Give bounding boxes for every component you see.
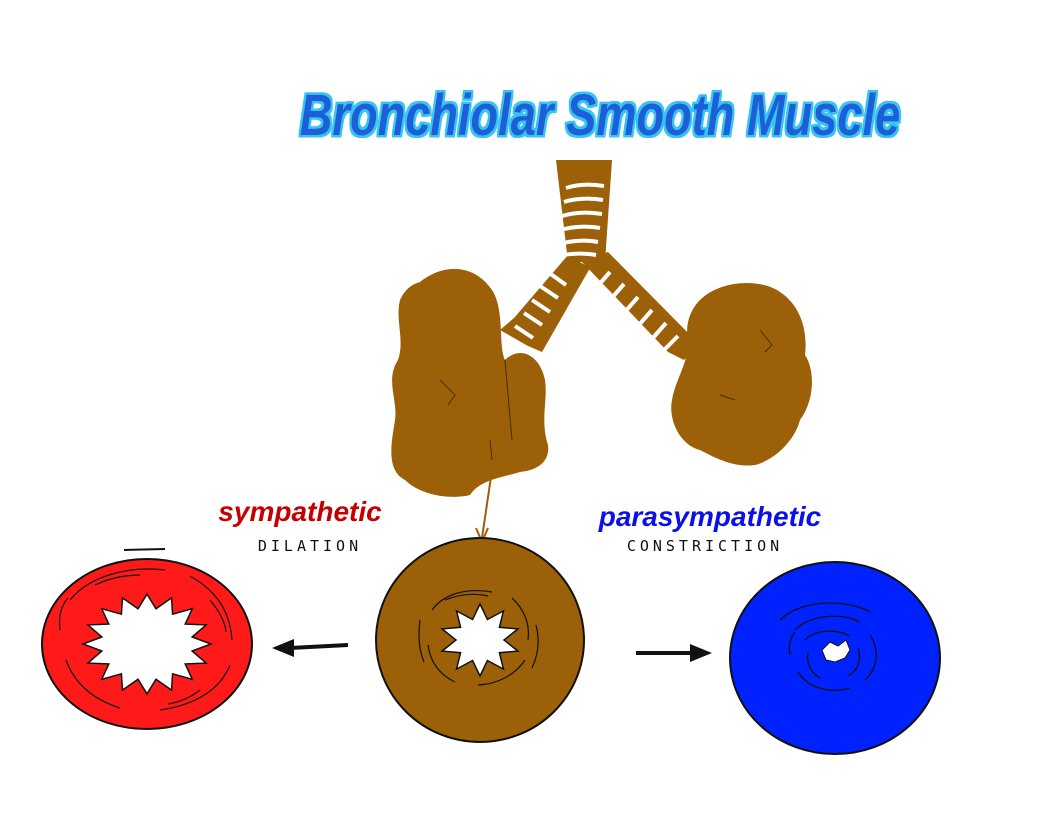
- trachea-rings: [513, 182, 680, 352]
- pointer-arrow: [481, 469, 493, 539]
- sympathetic-label: sympathetic: [218, 496, 382, 527]
- arrow-to-dilation: [272, 639, 349, 657]
- resting-lumen: [440, 602, 520, 678]
- lung-texture: [439, 329, 773, 461]
- constricted-lumen: [821, 639, 851, 663]
- constricted-bronchiole: [729, 561, 941, 755]
- resting-muscle-lines: [418, 589, 539, 686]
- constriction-label: CONSTRICTION: [627, 537, 783, 555]
- diagram-title: Bronchiolar Smooth Muscle: [300, 84, 901, 149]
- constricted-muscle-lines: [779, 602, 877, 691]
- resting-bronchiole: [375, 537, 585, 743]
- dilated-bronchiole: [41, 548, 253, 730]
- left-bronchus: [500, 255, 590, 352]
- arrow-to-constriction: [636, 644, 712, 662]
- right-lung: [671, 282, 812, 466]
- dilated-lumen: [80, 592, 214, 696]
- parasympathetic-label: parasympathetic: [598, 501, 822, 532]
- left-lung: [391, 268, 549, 497]
- right-bronchus: [582, 252, 700, 360]
- lungs-illustration: [391, 160, 812, 545]
- dilation-label: DILATION: [258, 537, 362, 555]
- dilated-muscle-lines: [58, 568, 233, 711]
